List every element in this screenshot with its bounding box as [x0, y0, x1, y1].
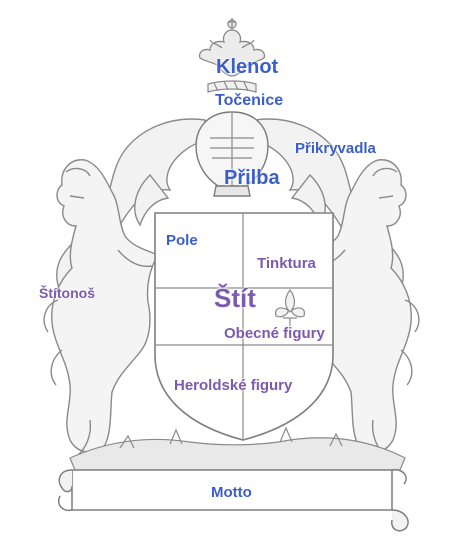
- label-tocenice: Točenice: [215, 93, 283, 109]
- torse-icon: [208, 81, 256, 92]
- label-stitonos: Štítonoš: [39, 286, 95, 300]
- label-klenot: Klenot: [216, 57, 278, 77]
- label-stit: Štít: [214, 285, 256, 311]
- label-heroldske-figury: Heroldské figury: [174, 378, 292, 393]
- label-tinktura: Tinktura: [257, 256, 316, 271]
- label-prilba: Přilba: [224, 168, 280, 188]
- label-obecne-figury: Obecné figury: [224, 326, 325, 341]
- label-pole: Pole: [166, 233, 198, 248]
- label-prikryvadla: Přikryvadla: [295, 141, 376, 156]
- label-motto: Motto: [211, 485, 252, 500]
